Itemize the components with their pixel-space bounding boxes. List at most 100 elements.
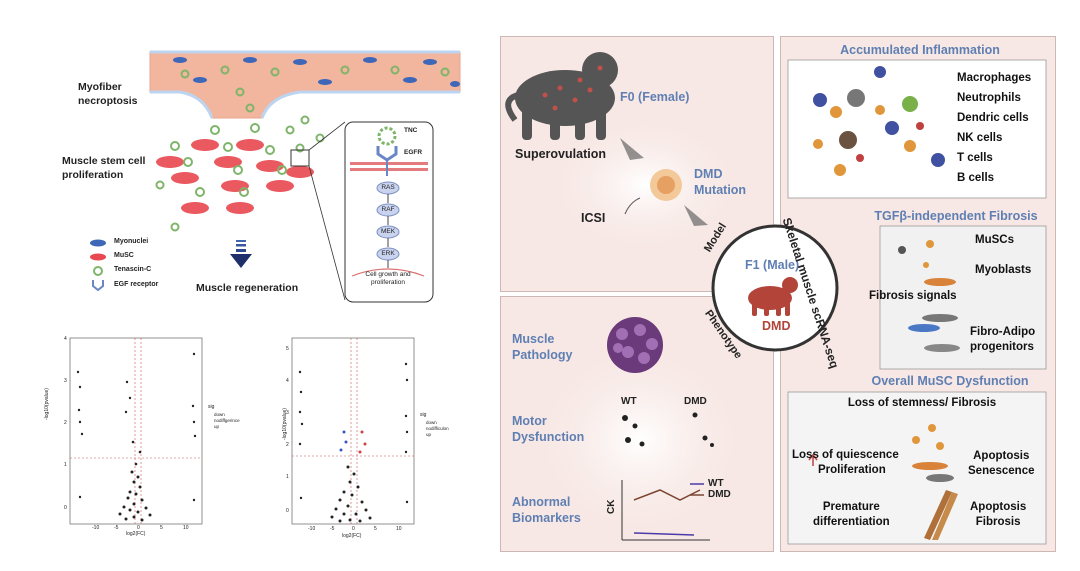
arrow-mutation [684,205,708,226]
dysfunction-premature: Premature differentiation [813,501,890,528]
volcano-left-ytick-3: 3 [64,378,67,384]
title-dysfunction: Overall MuSC Dysfunction [871,374,1029,388]
title-fibrosis: TGFβ-independent Fibrosis [874,209,1038,223]
volcano-left-cluster [118,440,152,522]
volcano-right-xlabel: log2(FC) [342,533,362,539]
legend-egf-receptor: EGF receptor [114,281,159,288]
volcano-right-cluster [330,465,372,523]
volcano-right-ytick-0: 0 [286,508,289,514]
arrow-superovulation [620,138,644,160]
label-muscle-regeneration: Muscle regeneration [196,282,299,294]
fibrosis-cells [898,240,960,352]
volcano-left-legend-up: up [214,424,220,429]
volcano-right-legend-down: down [426,420,437,425]
volcano-right-points [298,362,409,504]
monkey-f1 [748,277,798,316]
inflammation-dendric: Dendric cells [957,112,1029,124]
label-motor-dysfunction: Motor Dysfunction [512,414,585,444]
label-f0-female: F0 (Female) [620,90,690,104]
left-diagram: Myofiber necroptosis Muscle stem cell pr… [0,0,470,320]
fibrosis-myoblasts: Myoblasts [975,264,1032,276]
ck-line-wt [633,532,695,536]
inflammation-neutrophils: Neutrophils [957,92,1021,104]
pathway-node-mek: MEK [380,228,396,235]
tenascin-rings [155,65,450,232]
label-icsi: ICSI [581,211,606,225]
volcano-right-ytick-4: 4 [286,378,289,384]
fibrosis-muscs: MuSCs [975,234,1014,246]
volcano-left-xlabel: log2(FC) [126,531,146,537]
label-dmd-motor: DMD [684,396,707,407]
volcano-plots [69,337,415,525]
fiber-membrane-right [260,90,460,119]
dysfunction-stemness: Loss of stemness/ Fibrosis [847,397,997,409]
musc-cells [156,123,314,214]
dysfunction-proliferation: Proliferation [818,464,886,476]
volcano-left-legend-no: nodiffgerince [214,418,240,423]
legend-ck-wt: WT [708,478,724,489]
volcano-left-xtick-2: -5 [114,525,119,531]
pathway-node-erk: ERK [381,250,395,257]
inflammation-b: B cells [957,172,995,184]
volcano-right-legend-title: sig [420,412,427,418]
pathway-outcome: Cell growth and proliferation [365,271,411,286]
legend-tenascin: Tenascin-C [114,266,152,273]
dysfunction-apoptosis-senescence: Apoptosis Senescence [968,450,1035,477]
dysfunction-apoptosis-fibrosis: Apoptosis Fibrosis [970,501,1027,528]
myonuclei [173,57,460,87]
label-muscle-pathology: Muscle Pathology [512,332,573,362]
legend-ck-dmd: DMD [708,489,731,500]
volcano-right-ytick-3: 3 [286,410,289,416]
label-wt: WT [621,396,637,407]
volcano-left-legend-title: sig [208,404,215,410]
dysfunction-quiescence: Loss of quiescence [792,449,899,461]
pathway-node-raf: RAF [381,206,395,213]
monkey-f0 [505,52,618,140]
volcano-right-ytick-2: 2 [286,442,289,448]
volcano-left-points [76,352,197,502]
label-musc-proliferation: Muscle stem cell proliferation [62,155,146,181]
regeneration-arrow [230,240,252,268]
volcano-right-legend-up: up [426,432,432,437]
volcano-left-xtick-5: 10 [183,525,189,531]
volcano-right-ytick-5: 5 [286,346,289,352]
volcano-right-legend-no: nodifficulon [426,426,449,431]
label-f1-male: F1 (Male) [745,258,800,272]
title-inflammation: Accumulated Inflammation [840,43,1000,57]
myofiber-illustration [90,50,461,303]
legend-musc: MuSC [114,252,134,259]
label-myofiber-necroptosis: Myofiber necroptosis [78,81,138,107]
box-inflammation [787,59,1047,199]
label-center-dmd: DMD [762,319,791,333]
volcano-right-colored [339,430,367,454]
right-illustration [505,52,1047,545]
volcano-left-ytick-1: 1 [64,462,67,468]
volcano-right-ytick-1: 1 [286,474,289,480]
legend-myonuclei: Myonuclei [114,238,149,245]
volcano-right-xtick-1: -10 [308,526,316,532]
proliferation-up-arrow [808,453,818,466]
volcano-left-legend-down: down [214,412,225,417]
label-superovulation: Superovulation [515,147,606,161]
label-abnormal-biomarkers: Abnormal Biomarkers [512,495,581,525]
volcano-right-frame [291,337,415,525]
volcano-right-xtick-5: 10 [396,526,402,532]
volcano-right-xtick-4: 5 [374,526,377,532]
volcano-left-ytick-0: 0 [64,505,67,511]
fibrosis-signals: Fibrosis signals [869,290,957,302]
label-dmd-mutation: DMD Mutation [694,167,747,197]
inflammation-macrophages: Macrophages [957,72,1032,84]
volcano-left-ytick-4: 4 [64,336,67,342]
box-fibrosis [879,225,1047,370]
dysfunction-cells [912,424,958,540]
volcano-left-xtick-1: -10 [92,525,100,531]
volcano-left-ytick-2: 2 [64,420,67,426]
label-ck: CK [606,499,617,514]
fibrosis-fap: Fibro-Adipo progenitors [970,326,1036,353]
pathway-egfr-label: EGFR [404,149,423,156]
volcano-right-xtick-2: -5 [330,526,335,532]
fiber-membrane [150,90,214,119]
immune-cells [813,66,945,176]
pathway-tnc-label: TNC [404,127,418,134]
volcano-right-xtick-3: 0 [352,526,355,532]
